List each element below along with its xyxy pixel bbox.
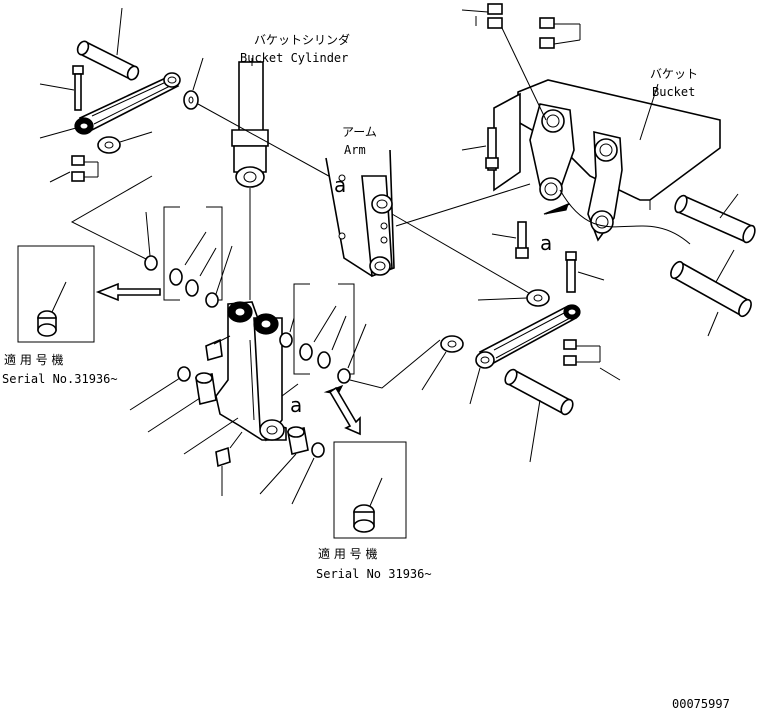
drawing-number: 00075997 (672, 697, 730, 711)
bolt-top-left (39, 65, 84, 111)
reference-letter-a-bucket: a (540, 231, 552, 255)
nuts-bottom-right (563, 339, 621, 381)
serial-label-left: Serial No.31936~ (2, 372, 118, 386)
serial-label-right: Serial No 31936~ (316, 567, 432, 581)
applicable-machine-label-left: 適 用 号 機 (4, 352, 63, 367)
bushing-lever-right (259, 426, 309, 495)
pin-top-left (76, 7, 140, 81)
arm (325, 149, 395, 278)
seal-lever-lower (291, 442, 325, 505)
arrow-down (328, 386, 361, 436)
pins-bucket-right (670, 193, 756, 337)
applicable-machine-label-right: 適 用 号 機 (318, 546, 377, 561)
reference-letter-a-arm: a (334, 173, 346, 197)
nuts-top-left (49, 155, 99, 183)
bucket-label-en: Bucket (652, 85, 695, 99)
inset-box-right (333, 441, 407, 539)
spacer-left (144, 211, 158, 271)
bolt-bucket-left (461, 127, 499, 171)
pin-bottom-right (504, 368, 574, 463)
seal-center-lower (337, 323, 441, 389)
seal-group-left (163, 206, 223, 301)
spacer-linkage-left (205, 245, 233, 308)
bucket (493, 79, 721, 245)
bucket-cylinder (231, 58, 269, 300)
link-right (469, 304, 581, 405)
link-top-left (39, 72, 181, 139)
washer-top-left (97, 131, 153, 154)
seal-lever-left (129, 366, 191, 411)
bolt-right (565, 251, 605, 293)
arrow-a-bucket (543, 202, 571, 215)
arm-label-ja: アーム (342, 125, 377, 139)
spacer-center (279, 317, 295, 348)
grease-fitting-lower (215, 431, 243, 496)
grease-fitting-upper (205, 335, 231, 362)
arm-label-en: Arm (344, 143, 366, 157)
bushing-lever-left (147, 372, 217, 433)
inset-box-left (17, 245, 95, 343)
bolt-center (491, 221, 529, 259)
washer-cylinder (183, 57, 204, 110)
arrow-left (95, 282, 161, 302)
seal-group-center (293, 283, 355, 375)
nuts-top-center (461, 3, 547, 121)
bucket-cylinder-label-en: Bucket Cylinder (240, 51, 348, 65)
bucket-label-ja: バケット (650, 67, 698, 81)
linkage-lever (215, 301, 287, 442)
washer-right (477, 289, 550, 307)
reference-letter-a-linkage: a (290, 393, 302, 417)
nuts-top-right (539, 17, 581, 49)
washer-mid-right (421, 335, 464, 391)
bucket-cylinder-label-ja: バケットシリンダ (254, 32, 350, 47)
